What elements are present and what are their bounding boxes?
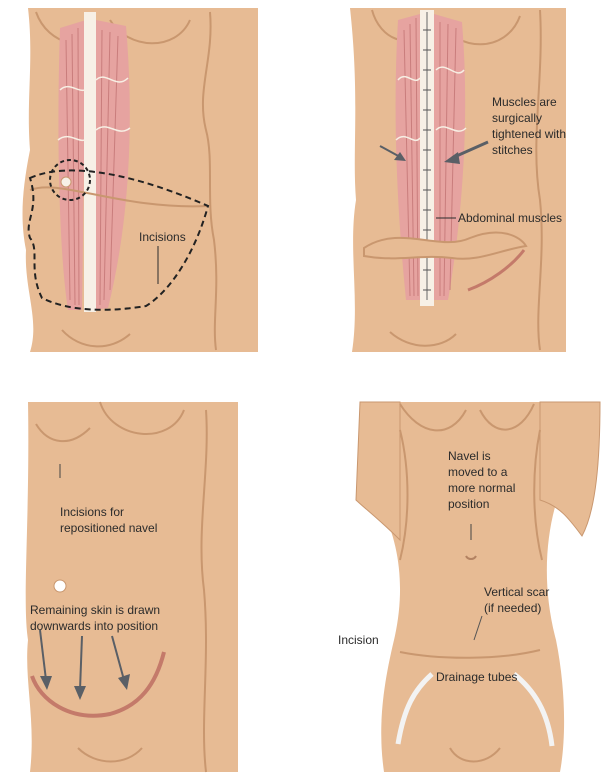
- muscles-label-line3: tightened with: [492, 127, 566, 141]
- navel-moved-line4: position: [448, 497, 489, 511]
- muscles-label-line1: Muscles are: [492, 95, 557, 109]
- torso-1: [23, 8, 258, 352]
- linea-alba-1: [84, 12, 96, 312]
- navel-moved-line1: Navel is: [448, 449, 491, 463]
- vertical-scar-line1: Vertical scar: [484, 585, 549, 599]
- panel-1: Incisions: [23, 8, 258, 352]
- arm-left-4: [356, 402, 400, 540]
- panel-2: Muscles are surgically tightened with st…: [350, 8, 566, 352]
- navel-moved-line2: moved to a: [448, 465, 508, 479]
- incision-label: Incision: [338, 633, 379, 647]
- navel-incisions-line2: repositioned navel: [60, 521, 157, 535]
- navel-incisions-line1: Incisions for: [60, 505, 124, 519]
- muscles-label-line4: stitches: [492, 143, 533, 157]
- navel-1: [61, 177, 71, 187]
- panel-4: Navel is moved to a more normal position…: [338, 402, 600, 772]
- muscles-label-line2: surgically: [492, 111, 542, 125]
- skin-drawn-line2: downwards into position: [30, 619, 158, 633]
- incisions-label: Incisions: [139, 230, 186, 244]
- navel-moved-line3: more normal: [448, 481, 515, 495]
- drainage-tubes-label: Drainage tubes: [436, 670, 517, 684]
- navel-3: [54, 580, 66, 592]
- abdominal-muscles-label: Abdominal muscles: [458, 211, 562, 225]
- panel-3: Incisions for repositioned navel Remaini…: [26, 402, 238, 772]
- vertical-scar-line2: (if needed): [484, 601, 541, 615]
- skin-drawn-line1: Remaining skin is drawn: [30, 603, 160, 617]
